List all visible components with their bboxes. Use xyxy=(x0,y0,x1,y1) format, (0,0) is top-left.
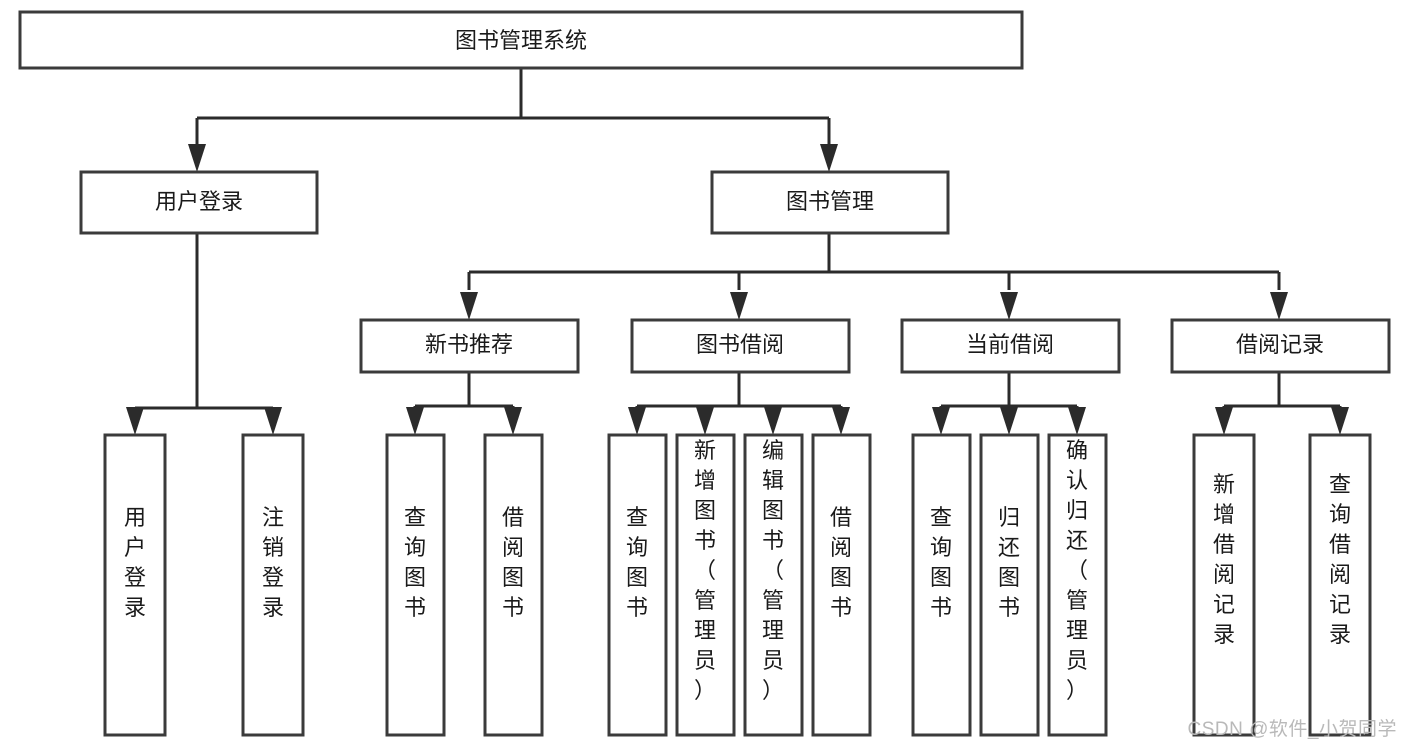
node-root-label: 图书管理系统 xyxy=(455,28,587,53)
connector-layer xyxy=(126,68,1349,435)
node-leaf-confirm-return-box[interactable] xyxy=(1047,433,1108,737)
node-root[interactable]: 图书管理系统 xyxy=(18,10,1024,70)
node-leaf-query-record[interactable]: 查询借阅记录 xyxy=(1308,433,1372,737)
node-user-login-box[interactable] xyxy=(79,170,319,235)
node-leaf-query-book-3-label: 查询图书 xyxy=(930,505,952,620)
node-leaf-user-login-box[interactable] xyxy=(103,433,167,737)
edge-book-manage-bus xyxy=(467,233,1281,290)
arrow-to-leaf-logout xyxy=(264,407,282,435)
node-leaf-edit-book-box[interactable] xyxy=(743,433,804,737)
node-borrow[interactable]: 图书借阅 xyxy=(630,318,851,374)
arrow-to-current xyxy=(1000,292,1018,320)
node-leaf-logout-box[interactable] xyxy=(241,433,305,737)
edge-borrow-bus xyxy=(635,372,843,410)
node-root-box[interactable] xyxy=(18,10,1024,70)
edge-record-bus xyxy=(1222,372,1342,410)
arrow-to-leaf-user-login xyxy=(126,407,144,435)
node-leaf-edit-book-label: 编辑图书（管理员） xyxy=(762,438,784,703)
edge-root-bus xyxy=(195,68,831,146)
node-book-manage-label: 图书管理 xyxy=(786,189,874,214)
node-leaf-return-book-label: 归还图书 xyxy=(998,505,1020,620)
arrow-to-leaf-confirm-return xyxy=(1068,407,1086,435)
node-record-box[interactable] xyxy=(1170,318,1391,374)
arrow-to-leaf-add-record xyxy=(1215,407,1233,435)
edge-user-login-bus xyxy=(133,233,275,412)
arrow-to-borrow xyxy=(730,292,748,320)
node-leaf-query-book-2[interactable]: 查询图书 xyxy=(607,433,668,737)
node-leaf-query-book-3[interactable]: 查询图书 xyxy=(911,433,972,737)
node-book-manage-box[interactable] xyxy=(710,170,950,235)
arrow-to-leaf-query-book-2 xyxy=(628,407,646,435)
node-leaf-return-book[interactable]: 归还图书 xyxy=(979,433,1040,737)
node-book-manage[interactable]: 图书管理 xyxy=(710,170,950,235)
node-leaf-add-record-label: 新增借阅记录 xyxy=(1213,472,1235,647)
node-leaf-borrow-book-2-label: 借阅图书 xyxy=(830,505,852,620)
node-leaf-logout[interactable]: 注销登录 xyxy=(241,433,305,737)
csdn-watermark: CSDN @软件_小贺同学 xyxy=(1187,719,1397,740)
node-leaf-borrow-book-2[interactable]: 借阅图书 xyxy=(811,433,872,737)
arrow-to-leaf-query-book-3 xyxy=(932,407,950,435)
node-leaf-confirm-return-label: 确认归还（管理员） xyxy=(1066,438,1088,703)
node-leaf-query-book-3-box[interactable] xyxy=(911,433,972,737)
node-leaf-add-book[interactable]: 新增图书（管理员） xyxy=(675,433,736,737)
edge-new-book-bus xyxy=(413,372,515,410)
arrow-to-leaf-borrow-book-2 xyxy=(832,407,850,435)
node-leaf-query-book-1-label: 查询图书 xyxy=(404,505,426,620)
arrow-to-new-book xyxy=(460,292,478,320)
node-current-box[interactable] xyxy=(900,318,1121,374)
node-record-label: 借阅记录 xyxy=(1236,332,1324,357)
node-leaf-edit-book[interactable]: 编辑图书（管理员） xyxy=(743,433,804,737)
node-leaf-query-record-label: 查询借阅记录 xyxy=(1329,472,1351,647)
node-leaf-borrow-book-1-label: 借阅图书 xyxy=(502,505,524,620)
node-user-login[interactable]: 用户登录 xyxy=(79,170,319,235)
arrow-to-leaf-query-book-1 xyxy=(406,407,424,435)
node-leaf-borrow-book-2-box[interactable] xyxy=(811,433,872,737)
arrow-to-leaf-add-book xyxy=(696,407,714,435)
node-new-book-box[interactable] xyxy=(359,318,580,374)
node-leaf-query-book-2-box[interactable] xyxy=(607,433,668,737)
arrow-root-to-user-login xyxy=(188,144,206,172)
node-leaf-query-book-2-label: 查询图书 xyxy=(626,505,648,620)
node-leaf-query-record-box[interactable] xyxy=(1308,433,1372,737)
node-leaf-query-book-1-box[interactable] xyxy=(385,433,446,737)
node-current-label: 当前借阅 xyxy=(966,332,1054,357)
node-leaf-user-login-label: 用户登录 xyxy=(124,505,146,620)
node-leaf-return-book-box[interactable] xyxy=(979,433,1040,737)
node-new-book[interactable]: 新书推荐 xyxy=(359,318,580,374)
node-borrow-label: 图书借阅 xyxy=(696,332,784,357)
node-leaf-borrow-book-1-box[interactable] xyxy=(483,433,544,737)
arrow-root-to-book-manage xyxy=(820,144,838,172)
arrow-to-leaf-return-book xyxy=(1000,407,1018,435)
arrow-to-record xyxy=(1270,292,1288,320)
node-leaf-add-record[interactable]: 新增借阅记录 xyxy=(1192,433,1256,737)
node-leaf-add-book-label: 新增图书（管理员） xyxy=(694,438,716,703)
node-leaf-logout-label: 注销登录 xyxy=(262,505,284,620)
node-user-login-label: 用户登录 xyxy=(155,189,243,214)
arrow-to-leaf-borrow-book-1 xyxy=(504,407,522,435)
arrow-to-leaf-query-record xyxy=(1331,407,1349,435)
node-leaf-user-login[interactable]: 用户登录 xyxy=(103,433,167,737)
node-new-book-label: 新书推荐 xyxy=(425,332,513,357)
node-leaf-add-record-box[interactable] xyxy=(1192,433,1256,737)
node-record[interactable]: 借阅记录 xyxy=(1170,318,1391,374)
node-leaf-query-book-1[interactable]: 查询图书 xyxy=(385,433,446,737)
node-borrow-box[interactable] xyxy=(630,318,851,374)
node-leaf-borrow-book-1[interactable]: 借阅图书 xyxy=(483,433,544,737)
arrow-to-leaf-edit-book xyxy=(764,407,782,435)
node-leaf-confirm-return[interactable]: 确认归还（管理员） xyxy=(1047,433,1108,737)
node-leaf-add-book-box[interactable] xyxy=(675,433,736,737)
edge-current-bus xyxy=(939,372,1079,410)
node-current[interactable]: 当前借阅 xyxy=(900,318,1121,374)
